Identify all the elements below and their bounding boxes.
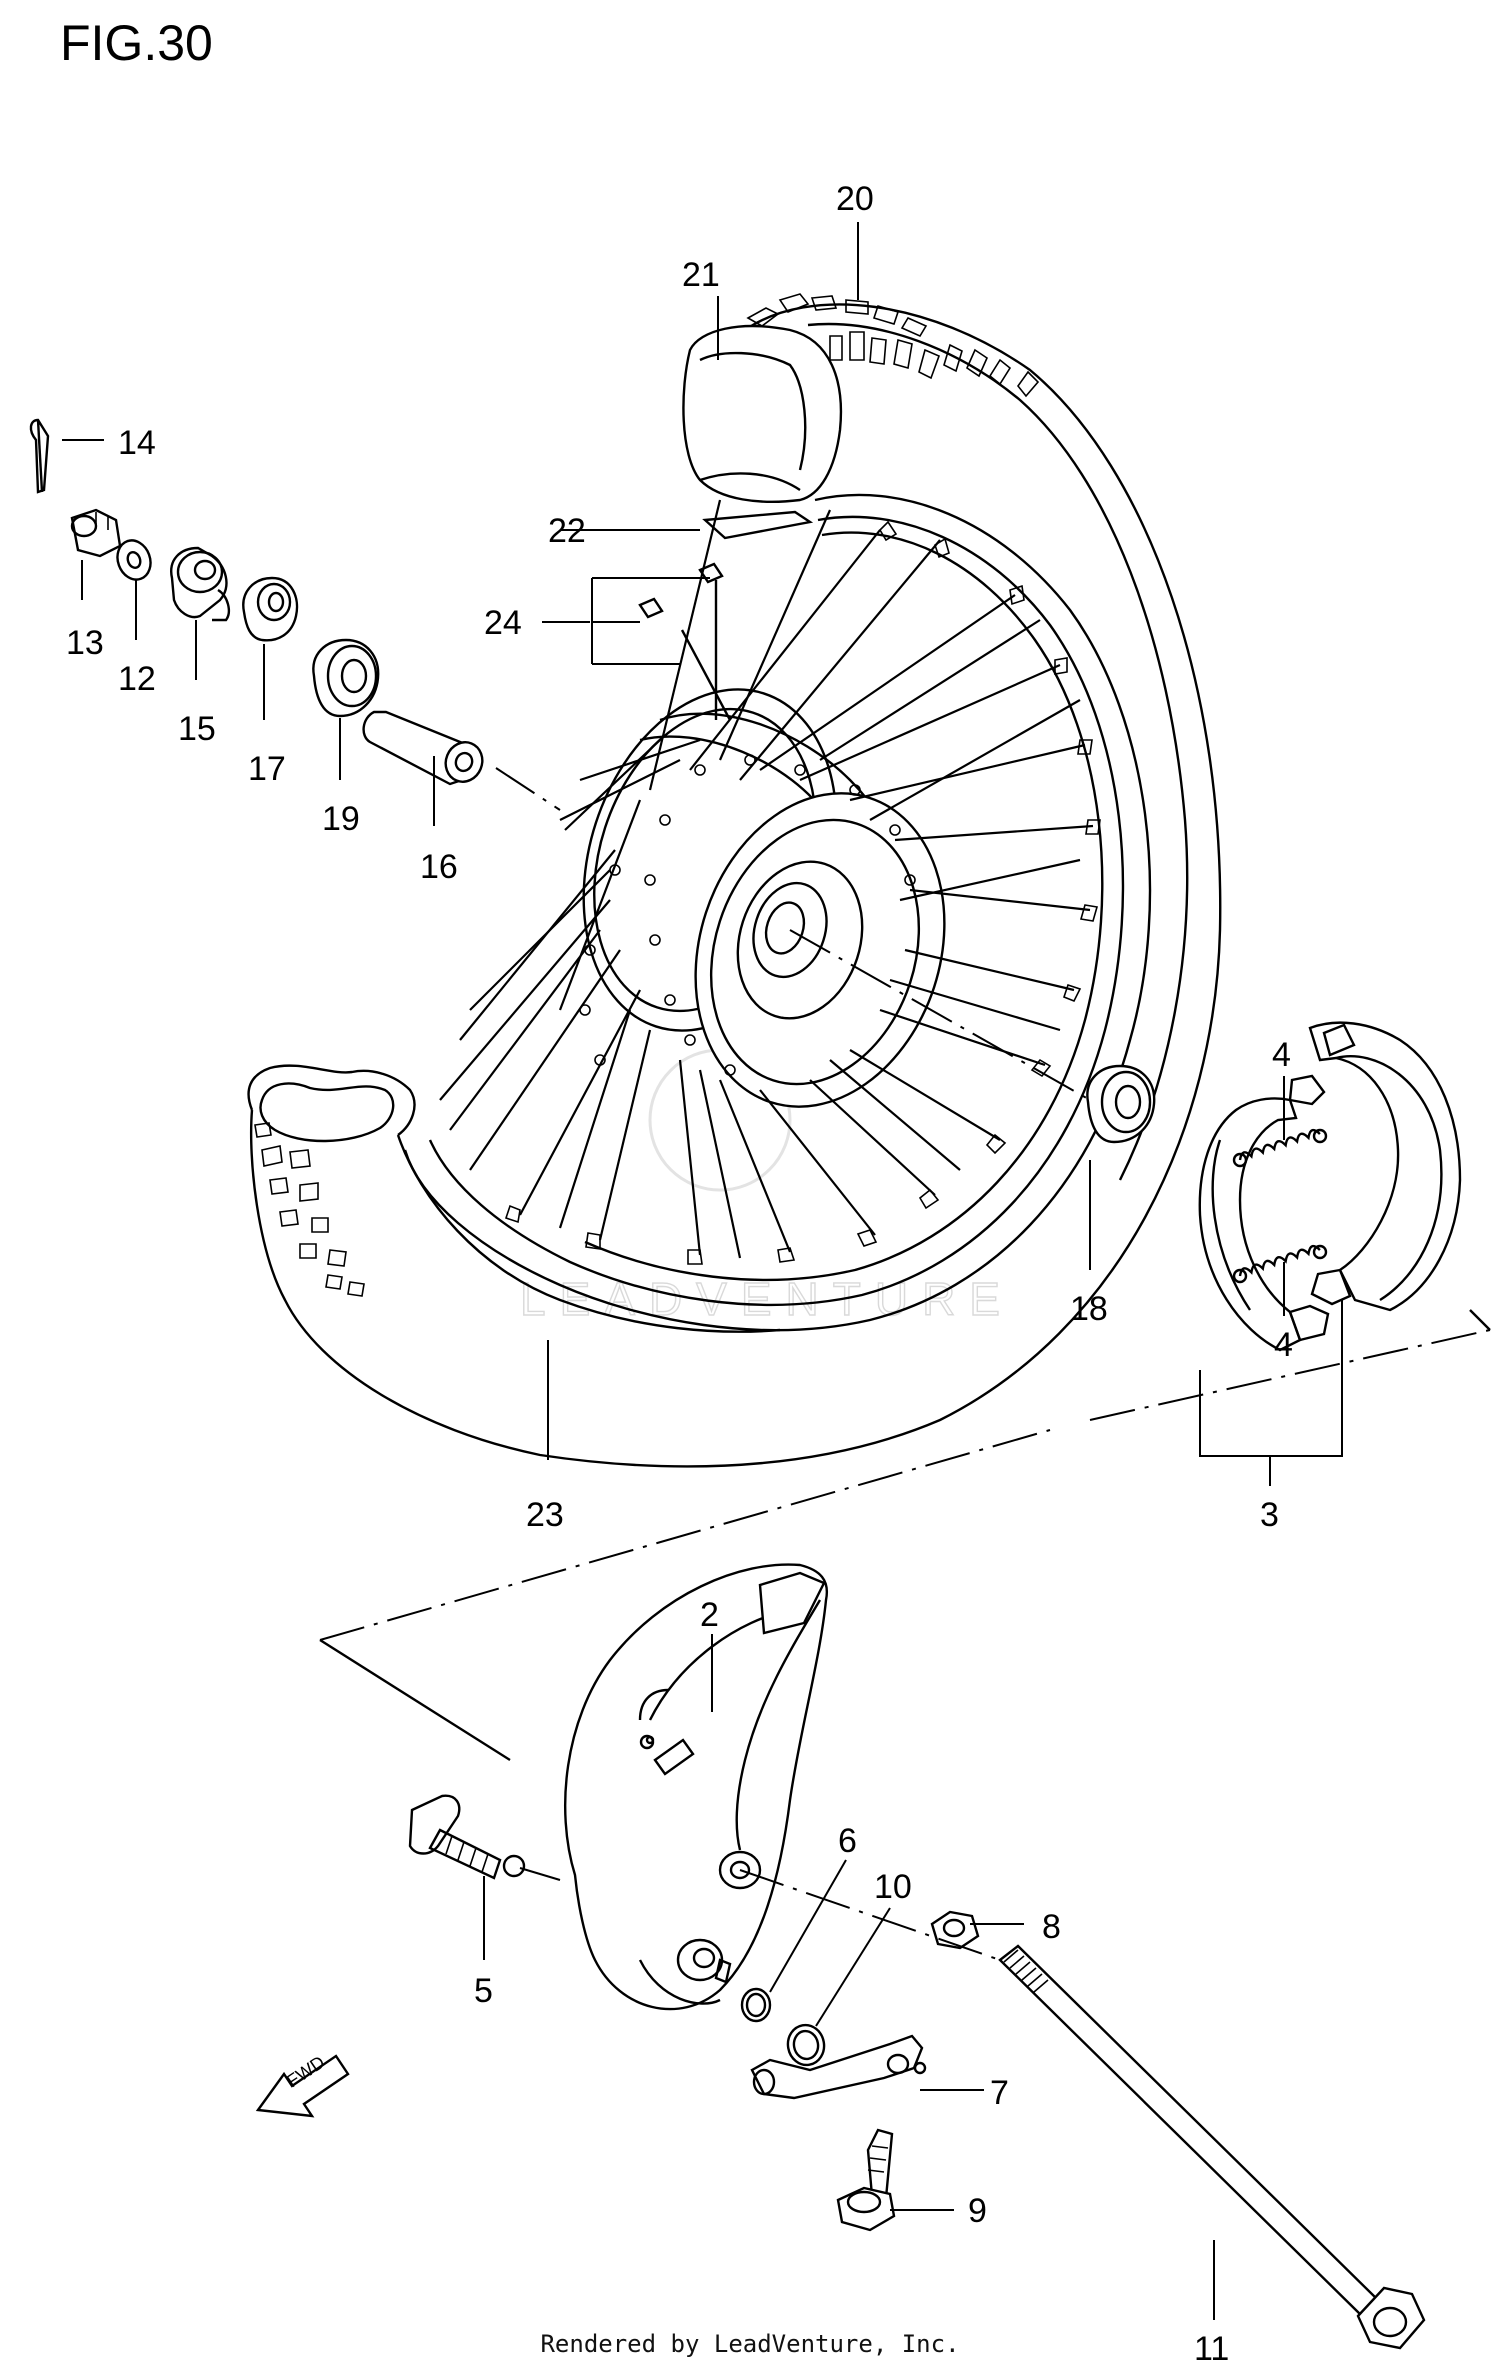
brake-panel[interactable] bbox=[563, 1563, 829, 2011]
callout-23: 23 bbox=[526, 1496, 564, 1534]
cam-lever-bolt[interactable] bbox=[836, 2128, 896, 2232]
callout-18: 18 bbox=[1070, 1290, 1108, 1328]
distance-collar[interactable] bbox=[362, 710, 489, 787]
tire[interactable] bbox=[247, 293, 1222, 1468]
watermark-text: LEADVENTURE bbox=[520, 1273, 1014, 1325]
cotter-pin[interactable] bbox=[29, 418, 50, 494]
o-ring-large[interactable] bbox=[785, 2022, 827, 2068]
axle[interactable] bbox=[998, 1944, 1426, 2350]
callout-5: 5 bbox=[474, 1972, 493, 2010]
shoe-spring-upper[interactable] bbox=[1232, 1128, 1328, 1168]
callout-12: 12 bbox=[118, 660, 156, 698]
fwd-arrow-icon: FWD bbox=[255, 2052, 350, 2118]
figure-title: FIG.30 bbox=[60, 15, 213, 71]
callout-13: 13 bbox=[66, 624, 104, 662]
callout-17: 17 bbox=[248, 750, 286, 788]
rim[interactable] bbox=[403, 493, 1152, 1332]
callout-2: 2 bbox=[700, 1596, 719, 1634]
bearing-right[interactable] bbox=[1086, 1064, 1156, 1144]
tire-tread-top bbox=[746, 293, 1040, 398]
callout-14: 14 bbox=[118, 424, 156, 462]
callout-3: 3 bbox=[1260, 1496, 1279, 1534]
callout-labels: 20 21 14 22 24 13 12 15 17 19 16 23 18 4… bbox=[66, 180, 1293, 2368]
axle-nut[interactable] bbox=[70, 508, 122, 558]
bearing-left[interactable] bbox=[312, 638, 380, 718]
callout-20: 20 bbox=[836, 180, 874, 218]
callout-21: 21 bbox=[682, 256, 720, 294]
callout-16: 16 bbox=[420, 848, 458, 886]
callout-6: 6 bbox=[838, 1822, 857, 1860]
inner-tube[interactable] bbox=[682, 324, 843, 540]
brake-shoe-lower[interactable] bbox=[1198, 1074, 1330, 1352]
tire-tread-side bbox=[254, 1122, 365, 1297]
callout-10: 10 bbox=[874, 1868, 912, 1906]
render-credit: Rendered by LeadVenture, Inc. bbox=[540, 2330, 960, 2358]
spoke-nipples bbox=[504, 520, 1101, 1265]
cam-lever-nut[interactable] bbox=[930, 1910, 980, 1950]
brake-cam-lever[interactable] bbox=[750, 2034, 927, 2100]
rim-band[interactable] bbox=[702, 510, 814, 540]
spacer[interactable] bbox=[170, 546, 230, 622]
callout-7: 7 bbox=[990, 2074, 1009, 2112]
spokes[interactable] bbox=[439, 499, 1094, 1259]
callout-24: 24 bbox=[484, 604, 522, 642]
callout-9: 9 bbox=[968, 2192, 987, 2230]
washer[interactable] bbox=[112, 536, 156, 585]
speedometer-gear-stud[interactable] bbox=[408, 1794, 526, 1880]
watermark: LEADVENTURE bbox=[519, 1048, 1014, 1326]
oil-seal[interactable] bbox=[242, 576, 299, 642]
callout-8: 8 bbox=[1042, 1908, 1061, 1946]
callout-4-lower: 4 bbox=[1274, 1326, 1293, 1364]
o-ring-small[interactable] bbox=[740, 1987, 772, 2023]
assembly-lines bbox=[319, 767, 1491, 1961]
callout-11: 11 bbox=[1194, 2330, 1229, 2368]
callout-15: 15 bbox=[178, 710, 216, 748]
callout-22: 22 bbox=[548, 512, 586, 550]
callout-19: 19 bbox=[322, 800, 360, 838]
brake-shoe-upper[interactable] bbox=[1308, 1021, 1462, 1312]
leader-lines bbox=[62, 222, 1343, 2320]
callout-4-upper: 4 bbox=[1272, 1036, 1291, 1074]
shoe-spring-lower[interactable] bbox=[1232, 1244, 1328, 1284]
